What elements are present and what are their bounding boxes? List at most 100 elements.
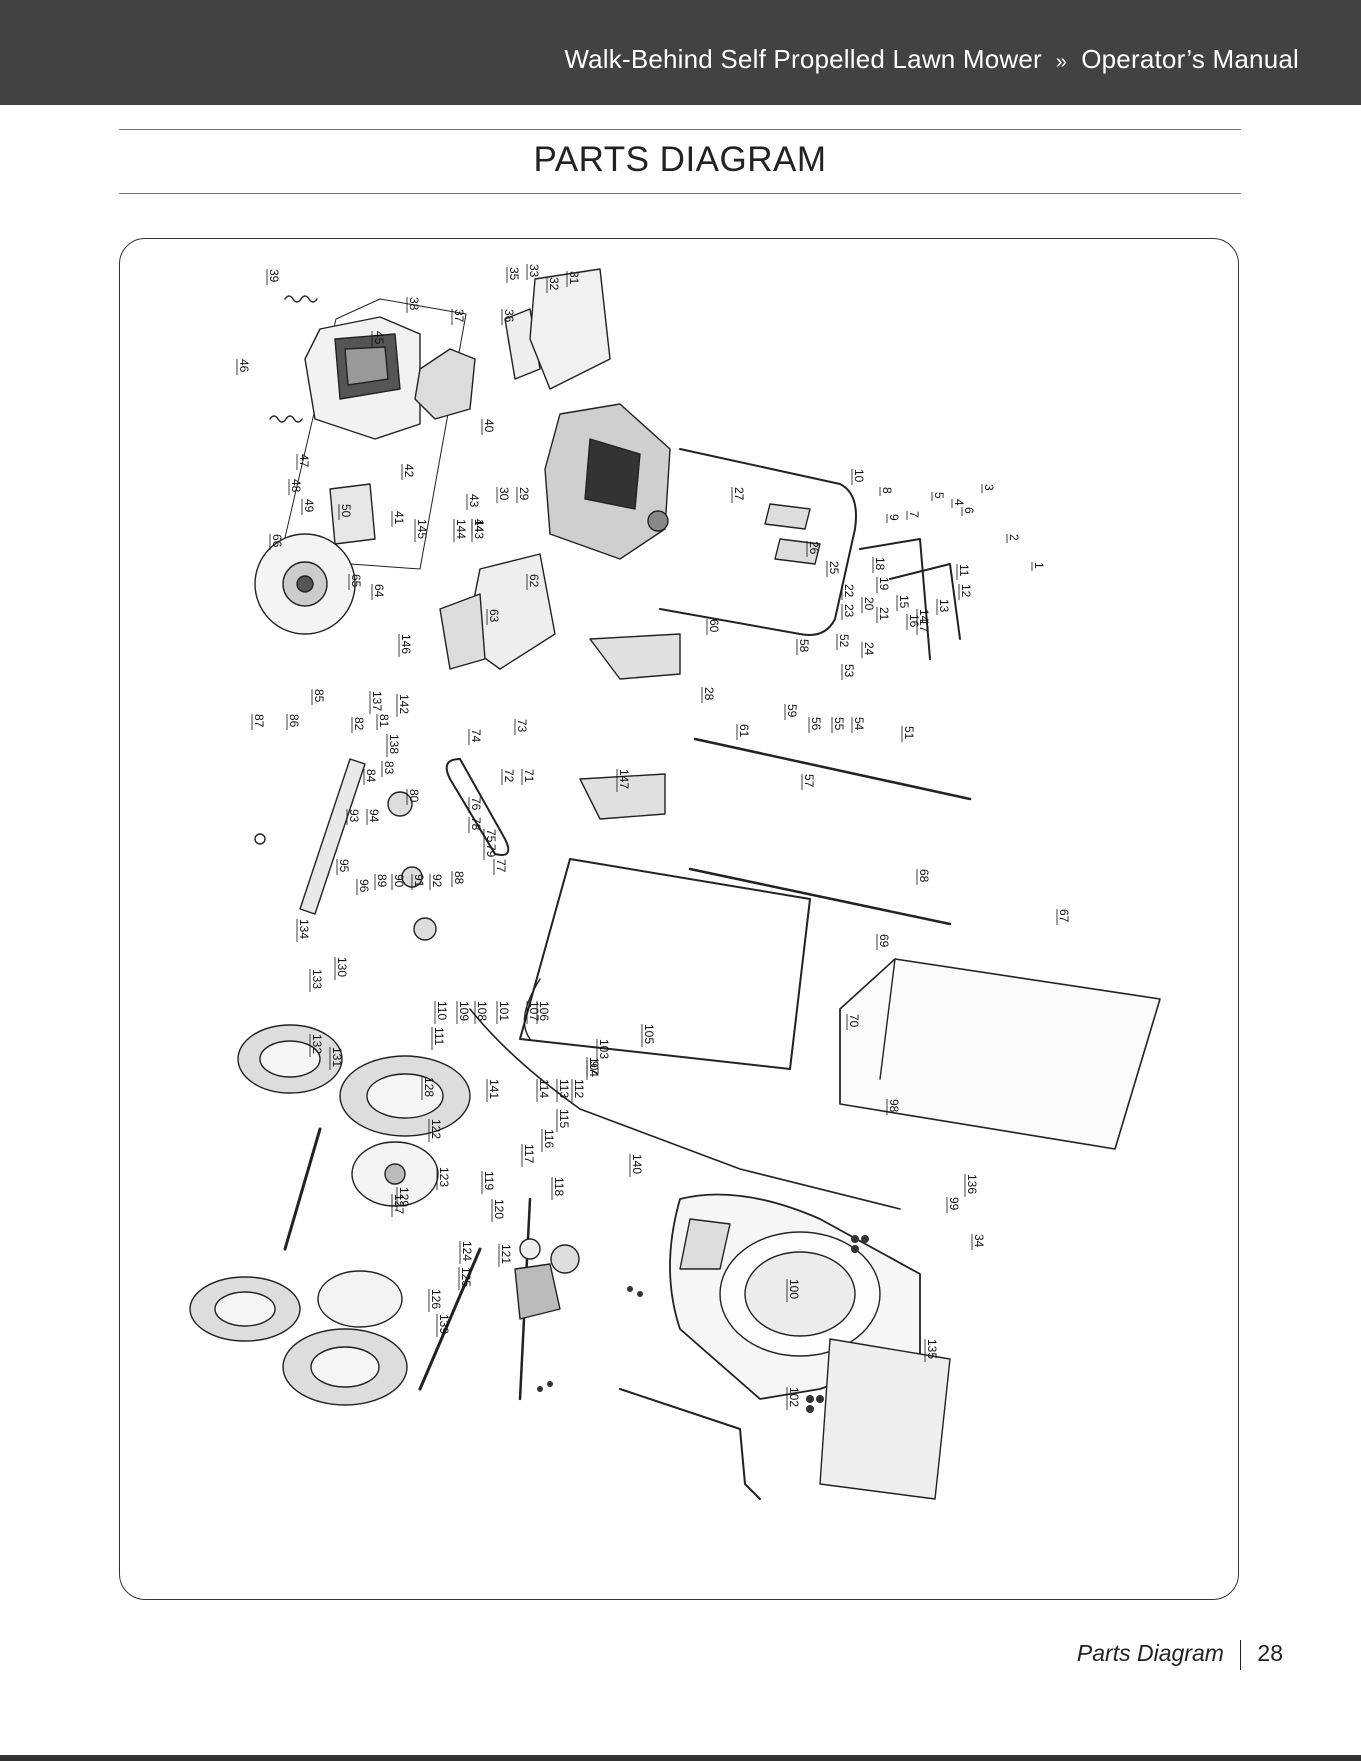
rod-57	[688, 867, 952, 926]
callout-30: 30	[496, 487, 511, 503]
callout-64: 64	[371, 584, 386, 600]
callout-number: 108	[475, 1001, 489, 1021]
callout-24: 24	[861, 642, 876, 658]
footer-divider	[1239, 1640, 1242, 1670]
callout-48: 48	[288, 479, 303, 495]
callout-85: 85	[311, 689, 326, 705]
callout-number: 86	[287, 714, 301, 728]
callout-number: 34	[972, 1234, 986, 1248]
callout-number: 4	[952, 499, 966, 506]
callout-83: 83	[381, 761, 396, 777]
callout-number: 147	[617, 769, 631, 789]
grass-bag-shape	[839, 958, 1161, 1150]
callout-41: 41	[391, 511, 406, 527]
callout-16: 16	[906, 614, 921, 630]
callout-26: 26	[806, 541, 821, 557]
callout-number: 45	[372, 331, 386, 345]
callout-number: 2	[1007, 534, 1021, 541]
callout-67: 67	[1056, 909, 1071, 925]
spring-39	[284, 295, 318, 303]
callout-number: 11	[957, 564, 971, 577]
callout-number: 58	[797, 639, 811, 653]
callout-28: 28	[701, 687, 716, 703]
callout-number: 27	[732, 487, 746, 501]
bracket-60	[589, 633, 681, 680]
callout-number: 81	[377, 714, 391, 728]
callout-70: 70	[846, 1014, 861, 1030]
callout-number: 25	[827, 561, 841, 575]
callout-number: 120	[492, 1199, 506, 1219]
callout-133: 133	[309, 969, 324, 992]
callout-number: 99	[947, 1197, 961, 1211]
callout-number: 71	[522, 769, 536, 783]
footer-section-title: Parts Diagram	[1076, 1640, 1224, 1667]
callout-number: 96	[357, 879, 371, 893]
grass-bag-frame	[519, 858, 811, 1070]
title-top-rule	[119, 129, 1241, 130]
callout-number: 55	[832, 717, 846, 731]
callout-90: 90	[391, 874, 406, 890]
control-cable	[469, 1008, 901, 1210]
callout-number: 52	[837, 634, 851, 648]
callout-142: 142	[396, 694, 411, 717]
header-manual-title: Operator’s Manual	[1081, 44, 1299, 74]
callout-71: 71	[521, 769, 536, 785]
spring-46	[269, 415, 303, 423]
callout-122: 122	[428, 1119, 443, 1142]
callout-101: 101	[496, 1001, 511, 1024]
callout-number: 42	[402, 464, 416, 478]
callout-number: 21	[877, 607, 891, 621]
control-lever	[764, 503, 811, 530]
callout-number: 136	[965, 1174, 979, 1194]
callout-number: 10	[852, 469, 866, 483]
callout-11: 11	[956, 564, 971, 580]
callout-number: 130	[335, 957, 349, 977]
callout-27: 27	[731, 487, 746, 503]
callout-number: 22	[842, 584, 856, 598]
callout-number: 142	[397, 694, 411, 714]
callout-62: 62	[526, 574, 541, 590]
callout-104: 104	[586, 1057, 601, 1080]
callout-143: 143	[471, 519, 486, 542]
callout-number: 16	[907, 614, 921, 628]
callout-number: 117	[522, 1144, 536, 1163]
callout-116: 116	[541, 1129, 556, 1152]
callout-145: 145	[414, 519, 429, 542]
callout-78: 78	[468, 817, 483, 833]
callout-number: 28	[702, 687, 716, 701]
callout-73: 73	[514, 719, 529, 735]
callout-21: 21	[876, 607, 891, 623]
callout-94: 94	[366, 809, 381, 825]
callout-number: 31	[567, 271, 581, 285]
callout-number: 128	[422, 1077, 436, 1097]
callout-number: 110	[435, 1001, 449, 1020]
callout-number: 105	[642, 1024, 656, 1044]
callout-43: 43	[466, 494, 481, 510]
lower-handle-left	[859, 538, 931, 660]
callout-23: 23	[841, 604, 856, 620]
callout-number: 69	[877, 934, 891, 948]
callout-number: 62	[527, 574, 541, 588]
callout-number: 75	[484, 829, 498, 843]
callout-number: 17	[917, 619, 931, 633]
callout-number: 38	[407, 297, 421, 311]
callout-number: 7	[907, 511, 921, 518]
callout-103: 103	[596, 1039, 611, 1062]
callout-91: 91	[411, 874, 426, 890]
callout-76: 76	[468, 797, 483, 813]
callout-52: 52	[836, 634, 851, 650]
callout-69: 69	[876, 934, 891, 950]
callout-number: 73	[515, 719, 529, 733]
callout-4: 4	[951, 499, 966, 508]
callout-number: 47	[297, 454, 311, 468]
callout-86: 86	[286, 714, 301, 730]
callout-92: 92	[429, 874, 444, 890]
callout-9: 9	[886, 514, 901, 523]
callout-5: 5	[931, 492, 946, 501]
page-bottom-bar	[0, 1755, 1361, 1761]
callout-45: 45	[371, 331, 386, 347]
callout-number: 63	[487, 609, 501, 623]
callout-1: 1	[1031, 562, 1046, 571]
callout-number: 101	[497, 1001, 511, 1021]
callout-18: 18	[872, 557, 887, 573]
